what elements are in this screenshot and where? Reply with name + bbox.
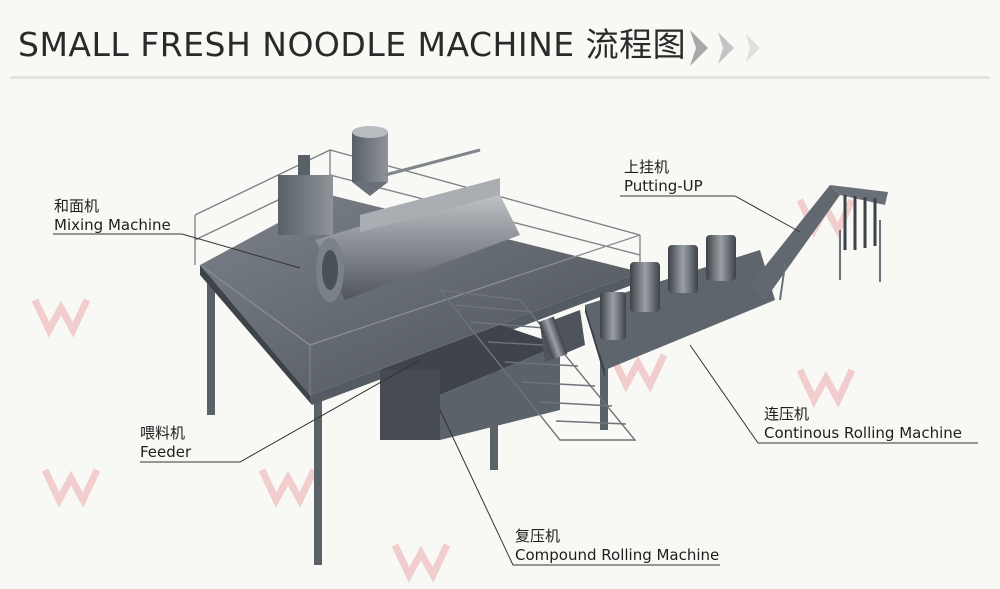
- label-continuous-rolling: 连压机 Continous Rolling Machine: [764, 405, 962, 443]
- label-continuous-en: Continous Rolling Machine: [764, 424, 962, 442]
- label-feeder-cn: 喂料机: [140, 424, 186, 442]
- page-title: SMALL FRESH NOODLE MACHINE 流程图: [18, 25, 687, 64]
- label-compound-en: Compound Rolling Machine: [515, 546, 720, 564]
- label-mixing-en: Mixing Machine: [54, 216, 171, 234]
- chevron-right-icon: [690, 30, 760, 66]
- label-feeder-en: Feeder: [140, 443, 192, 461]
- label-putting-up: 上挂机 Putting-UP: [624, 158, 703, 196]
- label-continuous-cn: 连压机: [764, 405, 810, 423]
- watermark-logos: [31, 198, 856, 583]
- label-compound-rolling: 复压机 Compound Rolling Machine: [515, 527, 719, 565]
- label-putting-en: Putting-UP: [624, 177, 703, 195]
- label-mixing-cn: 和面机: [54, 197, 100, 215]
- label-putting-cn: 上挂机: [624, 158, 670, 176]
- label-compound-cn: 复压机: [515, 527, 561, 545]
- label-feeder: 喂料机 Feeder: [140, 424, 191, 462]
- label-mixing-machine: 和面机 Mixing Machine: [54, 197, 171, 235]
- title-divider: [10, 76, 990, 79]
